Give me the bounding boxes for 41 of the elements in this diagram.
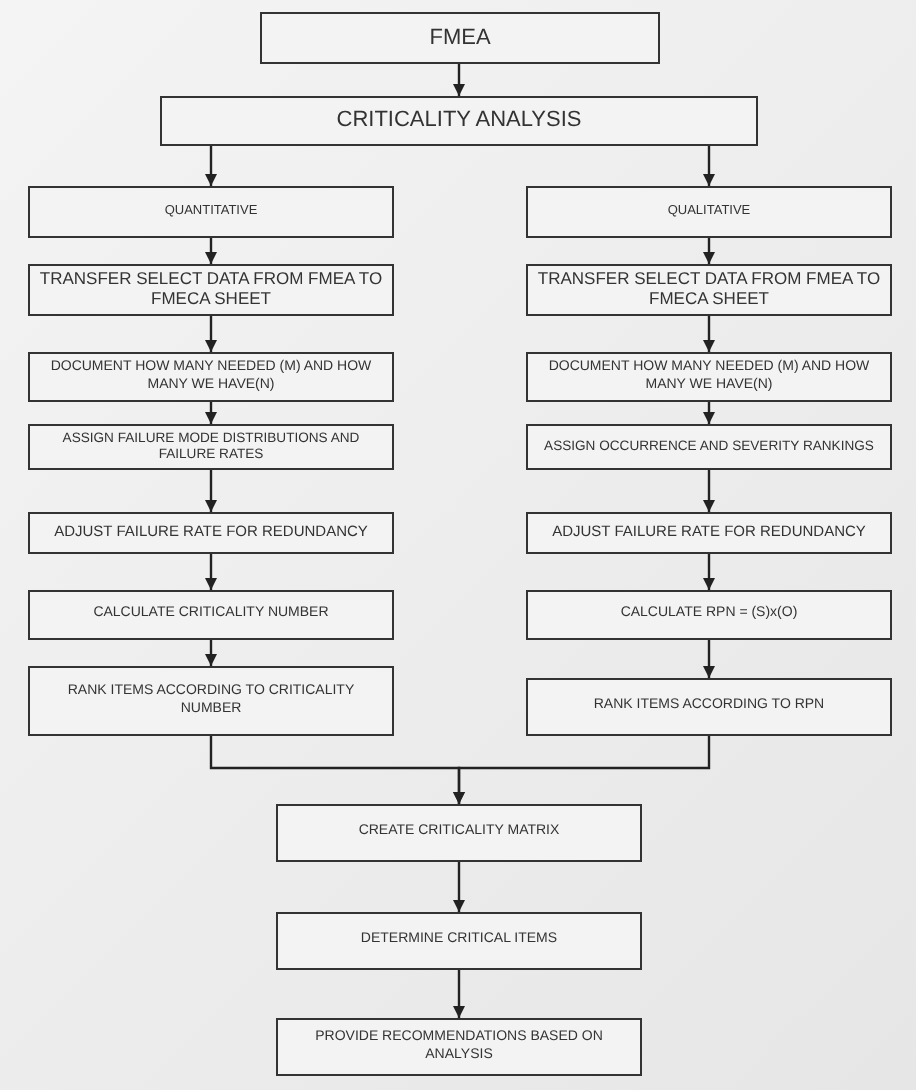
step-text: CRITICALITY ANALYSIS — [336, 108, 582, 134]
process-box — [28, 512, 394, 554]
step-text: FMEA — [429, 25, 491, 51]
process-box — [28, 424, 394, 470]
process-box — [526, 186, 892, 238]
process-box — [28, 352, 394, 402]
step-text: TRANSFER SELECT DATA FROM FMEA TO FMECA SHEET — [38, 270, 384, 310]
process-box — [276, 804, 642, 862]
process-box — [526, 678, 892, 736]
arrow — [205, 402, 217, 424]
process-box — [276, 1018, 642, 1076]
arrow — [205, 316, 217, 352]
process-box — [276, 912, 642, 970]
process-box — [526, 590, 892, 640]
process-box — [526, 424, 892, 470]
arrow — [703, 146, 715, 186]
arrow — [703, 238, 715, 264]
process-box — [526, 352, 892, 402]
arrow — [453, 736, 711, 804]
arrow — [703, 470, 715, 512]
arrow — [205, 470, 217, 512]
process-box — [28, 186, 394, 238]
arrow — [703, 640, 715, 678]
process-box — [28, 666, 394, 736]
process-box — [160, 96, 758, 146]
arrow — [205, 146, 217, 186]
arrow — [703, 316, 715, 352]
arrow — [205, 238, 217, 264]
step-text: TRANSFER SELECT DATA FROM FMEA TO FMECA SHEET — [536, 270, 882, 310]
process-box — [526, 512, 892, 554]
arrow — [205, 554, 217, 590]
process-box — [28, 264, 394, 316]
process-box — [260, 12, 660, 64]
process-box — [526, 264, 892, 316]
arrow — [205, 640, 217, 666]
arrow — [703, 554, 715, 590]
process-box — [28, 590, 394, 640]
arrow — [453, 862, 465, 912]
arrow — [453, 970, 465, 1018]
arrow — [453, 64, 465, 96]
arrow — [703, 402, 715, 424]
